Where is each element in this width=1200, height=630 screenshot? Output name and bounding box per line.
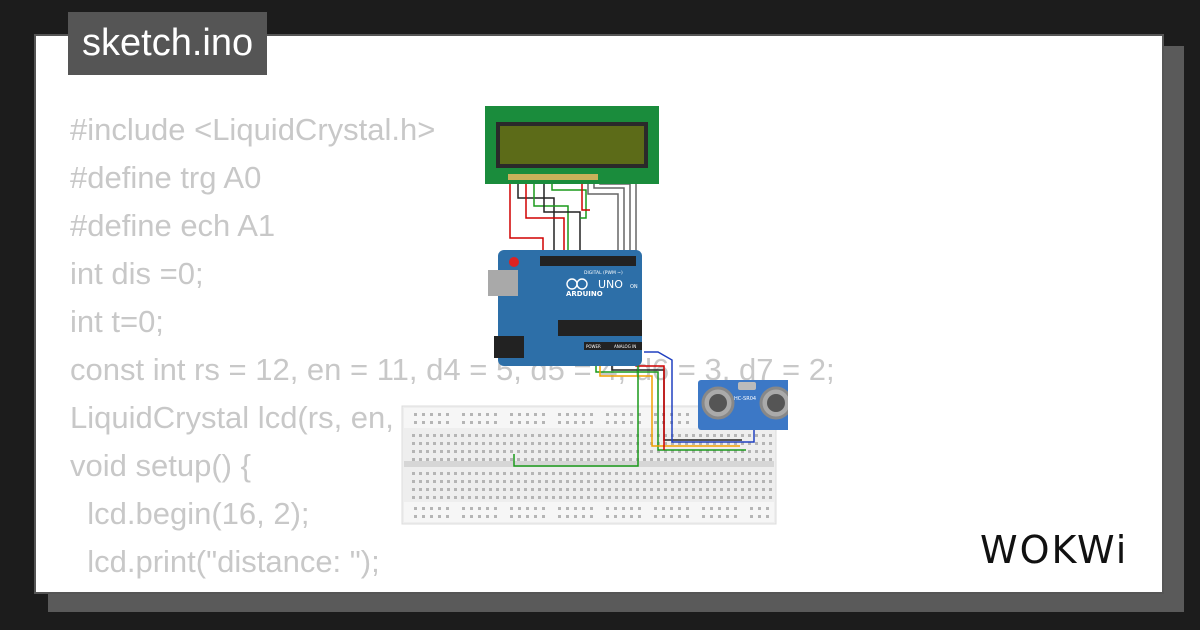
arduino-uno-board: ARDUINO UNO DIGITAL (PWM ~) POWER ANALOG… bbox=[488, 250, 642, 366]
board-model-label: UNO bbox=[598, 278, 623, 291]
breadboard bbox=[401, 405, 777, 525]
code-line: lcd.print("distance: "); bbox=[70, 544, 380, 579]
board-analog-label: ANALOG IN bbox=[614, 344, 636, 349]
code-line: void setup() { bbox=[70, 448, 251, 483]
code-line: #define ech A1 bbox=[70, 208, 276, 243]
file-name-tab: sketch.ino bbox=[68, 12, 268, 75]
code-line: int t=0; bbox=[70, 304, 164, 339]
code-line: Serial.begin(9600); bbox=[70, 586, 835, 592]
wokwi-logo-text: WOKWi bbox=[980, 530, 1128, 572]
board-brand-label: ARDUINO bbox=[566, 290, 603, 298]
board-on-label: ON bbox=[630, 284, 638, 290]
code-line: #define trg A0 bbox=[70, 160, 262, 195]
code-line: int dis =0; bbox=[70, 256, 204, 291]
board-power-label: POWER bbox=[586, 344, 601, 349]
code-line: lcd.begin(16, 2); bbox=[70, 496, 310, 531]
code-line: #include <LiquidCrystal.h> bbox=[70, 112, 436, 147]
lcd-display bbox=[485, 106, 659, 184]
sensor-label: HC-SR04 bbox=[734, 396, 756, 402]
circuit-diagram: ARDUINO UNO DIGITAL (PWM ~) POWER ANALOG… bbox=[401, 106, 788, 525]
wokwi-logo: WOKWi bbox=[980, 530, 1128, 572]
board-digital-label: DIGITAL (PWM ~) bbox=[584, 270, 623, 276]
ultrasonic-sensor: HC-SR04 bbox=[698, 380, 788, 430]
